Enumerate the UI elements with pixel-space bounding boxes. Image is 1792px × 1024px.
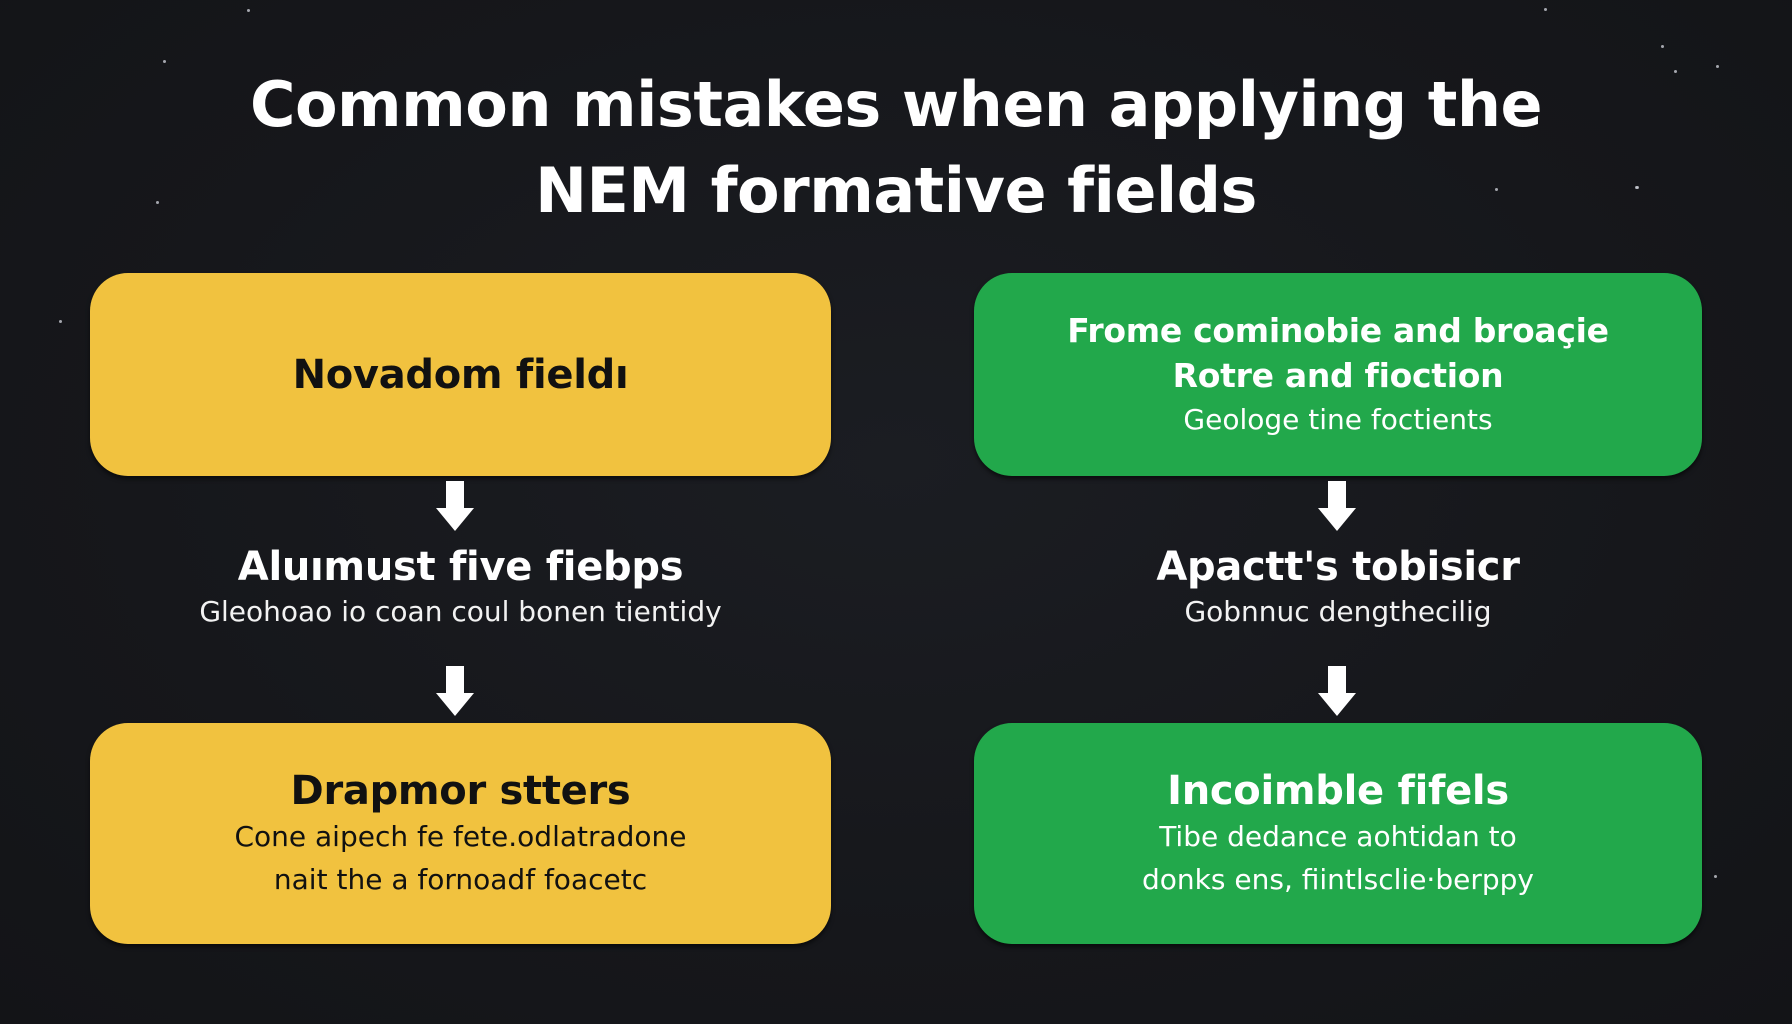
right-bottom-card: Incoimble fifels Tibe dedance aohtidan t… bbox=[974, 723, 1702, 944]
right-top-card-heading-1: Frome cominobie and broaçie bbox=[1067, 311, 1609, 350]
arrow-down-icon bbox=[1318, 666, 1356, 716]
left-bottom-card: Drapmor stters Cone aipech fe fete.odlat… bbox=[90, 723, 831, 944]
right-bottom-card-body-1: Tibe dedance aohtidan to bbox=[1159, 819, 1517, 853]
left-top-card: Novadom fieldı bbox=[90, 273, 831, 476]
title-line-1: Common mistakes when applying the bbox=[249, 68, 1543, 141]
left-bottom-card-body-1: Cone aipech fe fete.odlatradone bbox=[234, 819, 687, 853]
star-icon bbox=[1716, 65, 1719, 68]
arrow-down-icon bbox=[1318, 481, 1356, 531]
right-middle-heading: Apactt's tobisicr bbox=[1156, 544, 1520, 590]
right-bottom-card-body-2: donks ens, fiintlsclie·berppy bbox=[1142, 862, 1534, 896]
right-top-card: Frome cominobie and broaçie Rotre and fi… bbox=[974, 273, 1702, 476]
right-middle-body: Gobnnuc dengthecilig bbox=[1184, 595, 1492, 628]
page-title: Common mistakes when applying the NEM fo… bbox=[0, 62, 1792, 234]
star-icon bbox=[1661, 45, 1664, 48]
right-bottom-card-heading: Incoimble fifels bbox=[1167, 767, 1509, 814]
star-icon bbox=[59, 320, 62, 323]
left-top-card-heading: Novadom fieldı bbox=[292, 351, 629, 398]
right-top-card-body: Geologe tine foctients bbox=[1183, 403, 1493, 436]
star-icon bbox=[163, 60, 166, 63]
right-middle-step: Apactt's tobisicr Gobnnuc dengthecilig bbox=[974, 542, 1702, 632]
star-icon bbox=[1636, 186, 1639, 189]
left-bottom-card-heading: Drapmor stters bbox=[290, 767, 631, 814]
star-icon bbox=[1495, 188, 1498, 191]
arrow-down-icon bbox=[436, 481, 474, 531]
left-middle-body: Gleohoao io coan coul bonen tientidy bbox=[199, 595, 722, 628]
star-icon bbox=[156, 201, 159, 204]
left-middle-heading: Aluımust five fiebps bbox=[237, 544, 684, 590]
left-middle-step: Aluımust five fiebps Gleohoao io coan co… bbox=[90, 542, 831, 632]
star-icon bbox=[1674, 70, 1677, 73]
star-icon bbox=[247, 9, 250, 12]
star-icon bbox=[1544, 8, 1547, 11]
title-line-2: NEM formative fields bbox=[535, 154, 1257, 227]
star-icon bbox=[1714, 875, 1717, 878]
right-top-card-heading-2: Rotre and fioction bbox=[1172, 356, 1504, 395]
arrow-down-icon bbox=[436, 666, 474, 716]
left-bottom-card-body-2: nait the a fornoadf foacetc bbox=[273, 862, 648, 896]
